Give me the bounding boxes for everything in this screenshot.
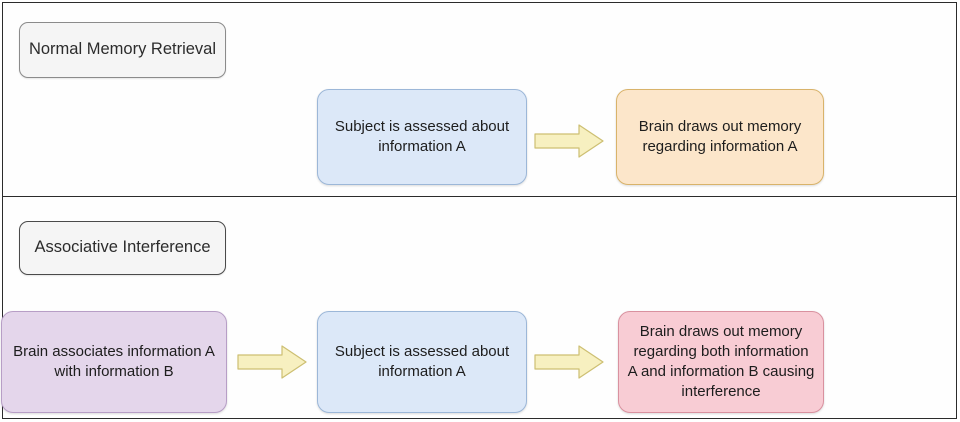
panel-normal-memory-retrieval: Normal Memory Retrieval Subject is asses… bbox=[3, 3, 956, 197]
node-brain-associates-a-b: Brain associates information A with info… bbox=[1, 311, 227, 413]
arrow-bottom-2 bbox=[533, 344, 605, 380]
node-subject-assessed-a: Subject is assessed about information A bbox=[317, 89, 527, 185]
node-brain-draws-memory-a: Brain draws out memory regarding informa… bbox=[616, 89, 824, 185]
panel-label-normal-memory-retrieval: Normal Memory Retrieval bbox=[19, 22, 226, 78]
arrow-bottom-1 bbox=[236, 344, 308, 380]
node-brain-draws-both: Brain draws out memory regarding both in… bbox=[618, 311, 824, 413]
panel-label-associative-interference: Associative Interference bbox=[19, 221, 226, 275]
node-subject-assessed-a-2: Subject is assessed about information A bbox=[317, 311, 527, 413]
arrow-top-1 bbox=[533, 123, 605, 159]
panel-associative-interference: Associative Interference Brain associate… bbox=[1, 197, 956, 417]
